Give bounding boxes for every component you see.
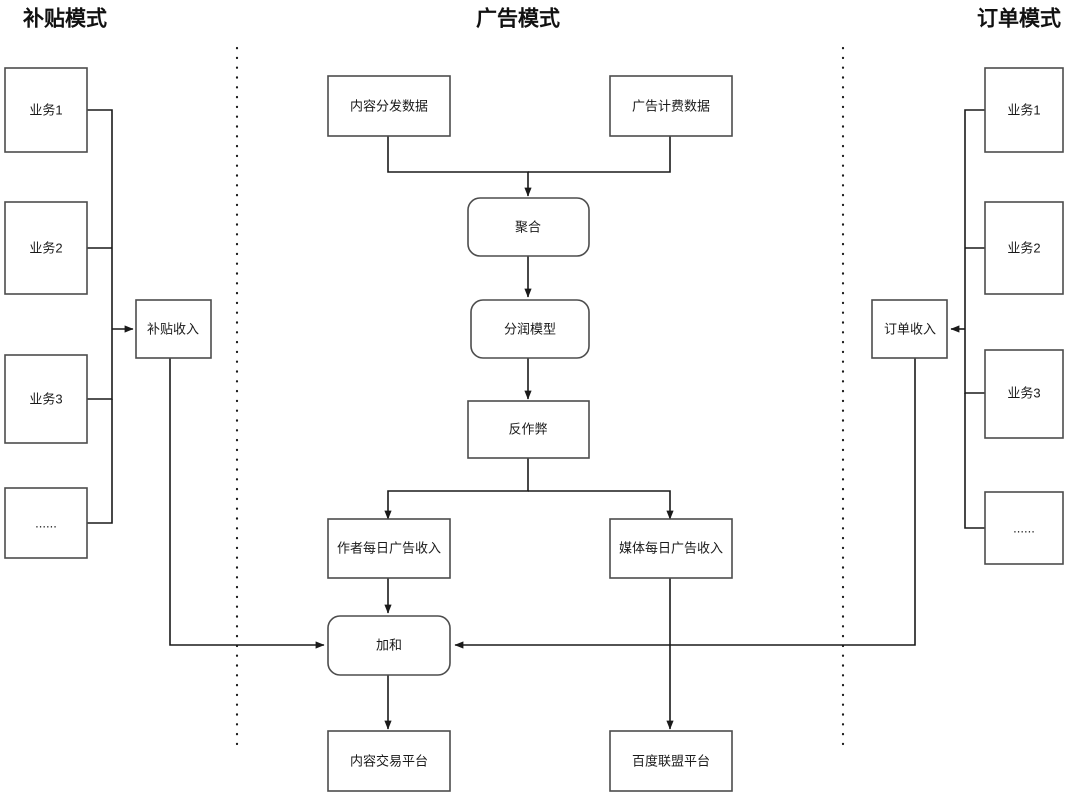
section-title-right: 订单模式 [977,7,1061,31]
node-right-business-2[interactable]: 业务2 [984,201,1064,295]
node-left-business-1[interactable]: 业务1 [4,67,88,153]
section-title-left: 补贴模式 [22,7,107,31]
node-label: 反作弊 [508,421,547,436]
node-label: ...... [1013,520,1035,535]
node-label: 订单收入 [884,321,936,336]
node-label: 业务2 [1007,240,1040,255]
connector-subsidy-to-sum [169,358,325,649]
node-label: 广告计费数据 [632,98,710,113]
node-right-business-1[interactable]: 业务1 [984,67,1064,153]
node-label: 业务3 [29,391,62,406]
node-left-business-4[interactable]: ...... [4,487,88,559]
node-baidu-union-platform[interactable]: 百度联盟平台 [609,730,733,792]
node-label: 聚合 [515,219,541,234]
connector-left-business-3 [87,329,113,400]
node-order-revenue[interactable]: 订单收入 [871,299,948,359]
node-content-distribution-data[interactable]: 内容分发数据 [327,75,451,137]
node-aggregate[interactable]: 聚合 [467,197,590,257]
node-label: 业务1 [29,102,62,117]
node-label: 内容交易平台 [350,753,428,768]
node-label: ...... [35,515,57,530]
node-label: 业务1 [1007,102,1040,117]
connector-left-business-4 [87,399,113,524]
node-label: 百度联盟平台 [632,753,710,768]
connector-content-to-aggregate [387,136,532,197]
node-label: 媒体每日广告收入 [619,540,723,555]
node-label: 加和 [376,637,402,652]
node-label: 业务3 [1007,385,1040,400]
node-media-daily-ad-revenue[interactable]: 媒体每日广告收入 [609,518,733,579]
connector-right-business-3 [964,329,985,394]
connector-right-business-1 [964,109,985,329]
node-right-business-3[interactable]: 业务3 [984,349,1064,439]
connector-right-business-4 [964,393,985,529]
node-split-model[interactable]: 分润模型 [470,299,590,359]
node-anti-fraud[interactable]: 反作弊 [467,400,590,459]
node-left-business-2[interactable]: 业务2 [4,201,88,295]
node-label: 业务2 [29,240,62,255]
section-title-center: 广告模式 [476,7,560,31]
node-content-trade-platform[interactable]: 内容交易平台 [327,730,451,792]
node-label: 内容分发数据 [350,98,428,113]
node-sum[interactable]: 加和 [327,615,451,676]
node-label: 补贴收入 [147,321,199,336]
connector-left-business-1 [87,109,113,329]
connector-order-to-sum [454,358,916,649]
node-label: 作者每日广告收入 [337,540,441,555]
node-right-business-4[interactable]: ...... [984,491,1064,565]
node-ad-billing-data[interactable]: 广告计费数据 [609,75,733,137]
connector-adbilling-to-aggregate [528,136,671,173]
node-author-daily-ad-revenue[interactable]: 作者每日广告收入 [327,518,451,579]
connector-antifraud-to-author-revenue [384,458,529,520]
connector-antifraud-to-media-revenue [528,490,674,520]
node-subsidy-revenue[interactable]: 补贴收入 [135,299,212,359]
node-label: 分润模型 [504,321,556,336]
node-left-business-3[interactable]: 业务3 [4,354,88,444]
